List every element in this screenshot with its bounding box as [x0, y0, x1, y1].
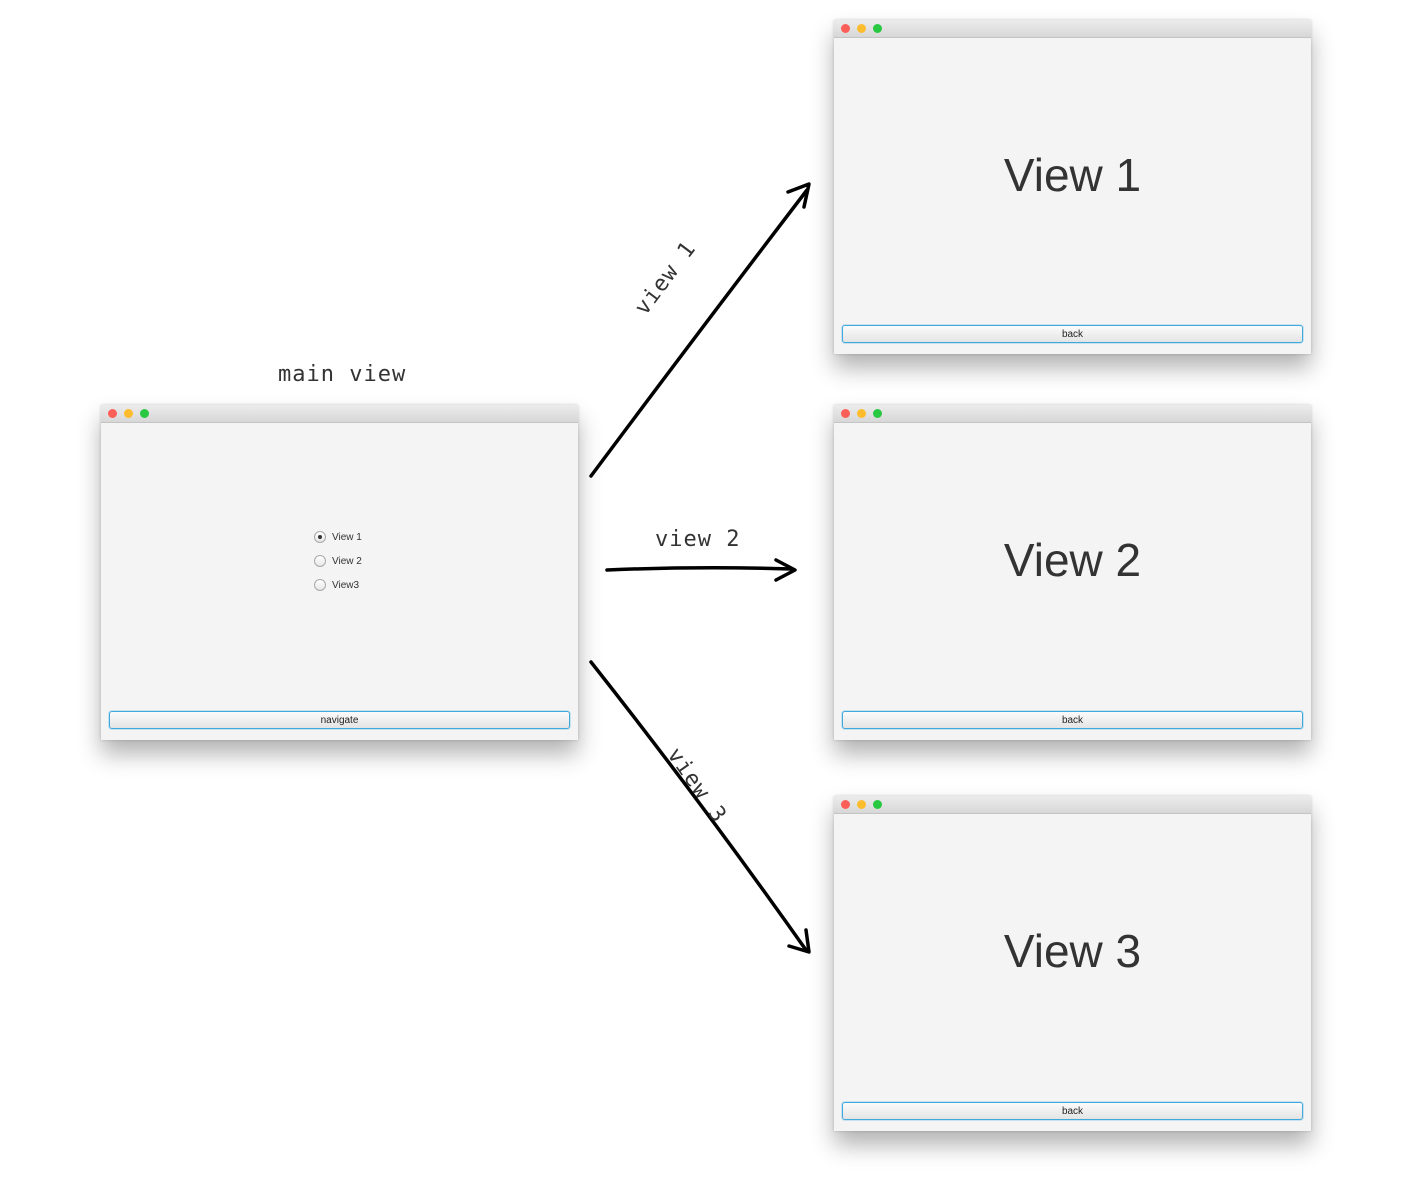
- maximize-button[interactable]: [873, 409, 882, 418]
- close-button[interactable]: [841, 800, 850, 809]
- back-button[interactable]: back: [842, 325, 1303, 343]
- view-title: View 3: [1003, 925, 1142, 977]
- radio-selected-icon[interactable]: [314, 531, 326, 543]
- arrowhead-view-2: [774, 558, 797, 582]
- title-bar: [834, 405, 1311, 423]
- view-title: View 1: [1003, 149, 1142, 201]
- back-button[interactable]: back: [842, 1102, 1303, 1120]
- title-bar: [834, 796, 1311, 814]
- radio-option-view-1[interactable]: View 1: [314, 529, 362, 545]
- minimize-button[interactable]: [857, 800, 866, 809]
- close-button[interactable]: [108, 409, 117, 418]
- arrowhead-view-1: [786, 182, 811, 209]
- view-title: View 2: [1003, 534, 1142, 586]
- title-bar: [101, 405, 578, 423]
- radio-icon[interactable]: [314, 579, 326, 591]
- minimize-button[interactable]: [124, 409, 133, 418]
- minimize-button[interactable]: [857, 24, 866, 33]
- navigate-button[interactable]: navigate: [109, 711, 570, 729]
- view-2-window: View 2 back: [834, 405, 1311, 740]
- maximize-button[interactable]: [140, 409, 149, 418]
- view-1-window: View 1 back: [834, 20, 1311, 354]
- radio-icon[interactable]: [314, 555, 326, 567]
- arrow-to-view-1: [589, 188, 809, 478]
- radio-option-view3[interactable]: View3: [314, 577, 359, 593]
- arrow-to-view-3: [589, 660, 808, 952]
- radio-option-view-2[interactable]: View 2: [314, 553, 362, 569]
- arrow-label-view-2: view 2: [655, 527, 741, 552]
- radio-label: View 1: [332, 531, 362, 543]
- close-button[interactable]: [841, 409, 850, 418]
- radio-label: View 2: [332, 555, 362, 567]
- main-view-window: View 1 View 2 View3 navigate: [101, 405, 578, 740]
- radio-label: View3: [332, 579, 360, 591]
- arrow-to-view-2: [605, 565, 794, 572]
- back-button[interactable]: back: [842, 711, 1303, 729]
- main-view-label: main view: [278, 362, 407, 387]
- maximize-button[interactable]: [873, 800, 882, 809]
- minimize-button[interactable]: [857, 409, 866, 418]
- title-bar: [834, 20, 1311, 38]
- view-3-window: View 3 back: [834, 796, 1311, 1131]
- arrowhead-view-3: [787, 928, 811, 954]
- maximize-button[interactable]: [873, 24, 882, 33]
- close-button[interactable]: [841, 24, 850, 33]
